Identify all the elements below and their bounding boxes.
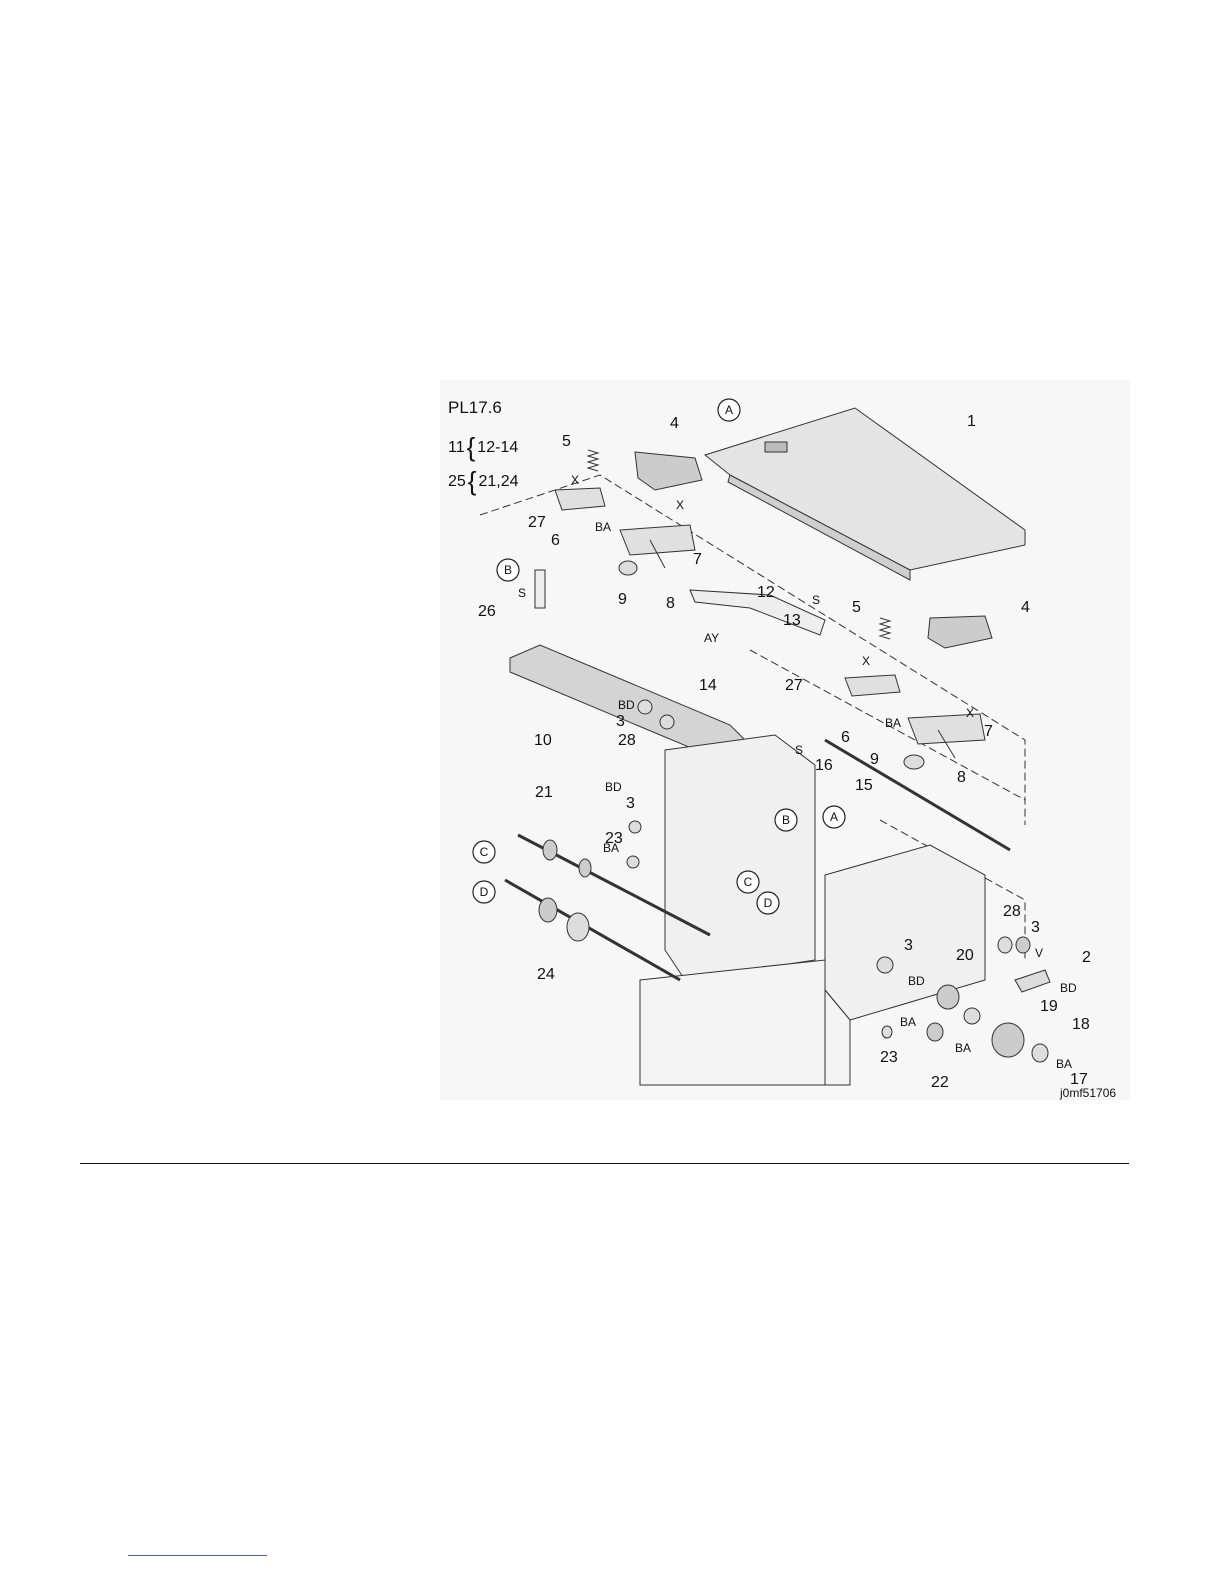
part-callout: 4: [1021, 599, 1030, 616]
part-callout: 2: [1082, 949, 1091, 966]
part-callout: 26: [478, 603, 496, 620]
frame-right-shape: [825, 845, 985, 1020]
part-callout: 20: [956, 947, 974, 964]
part-callout: 21: [535, 784, 553, 801]
fastener-code: BA: [885, 716, 901, 730]
part-callout: 27: [528, 514, 546, 531]
fastener-code: BD: [908, 974, 925, 988]
part-callout: 8: [957, 769, 966, 786]
part-callout: 13: [783, 612, 801, 629]
part-callout: 8: [666, 595, 675, 612]
part-callout: 27: [785, 677, 803, 694]
part-callout: 5: [852, 599, 861, 616]
fastener-code: BA: [900, 1015, 916, 1029]
part-callout: 7: [984, 723, 993, 740]
part-callout: 3: [1031, 919, 1040, 936]
part-callout: 15: [855, 777, 873, 794]
fastener-code: X: [862, 654, 870, 668]
fastener-code: BA: [955, 1041, 971, 1055]
connector-label: B: [782, 813, 790, 827]
part-callout: 7: [693, 551, 702, 568]
part-callout: 6: [841, 729, 850, 746]
part-callout: 6: [551, 532, 560, 549]
part-callout: 10: [534, 732, 552, 749]
latch-left-shape: [635, 452, 702, 490]
part-callout: 9: [870, 751, 879, 768]
connector-label: D: [764, 896, 773, 910]
part-callout: 1: [967, 413, 976, 430]
connector-label: C: [744, 875, 753, 889]
frame-left-shape: [665, 735, 815, 980]
footer-link-underline[interactable]: [128, 1555, 267, 1556]
fastener-code: S: [812, 593, 820, 607]
fastener-code: BA: [603, 841, 619, 855]
part-callout: 14: [699, 677, 717, 694]
horizontal-rule: [80, 1163, 1129, 1164]
fastener-code: X: [571, 473, 579, 487]
fastener-code: BD: [605, 780, 622, 794]
fastener-code: X: [676, 498, 684, 512]
fastener-code: BA: [1056, 1057, 1072, 1071]
part-callout: 19: [1040, 998, 1058, 1015]
connector-label: D: [480, 885, 489, 899]
spring-right-shape: [880, 618, 890, 639]
fastener-code: V: [1035, 946, 1043, 960]
parts-diagram: PL17.6 11{12-14 25{21,24: [440, 380, 1130, 1100]
part-callout: 23: [880, 1049, 898, 1066]
part-callout: 3: [616, 713, 625, 730]
base-frame-shape: [640, 960, 825, 1085]
part-callout: 4: [670, 415, 679, 432]
part-callout: 3: [626, 795, 635, 812]
latch-right-shape: [928, 616, 992, 648]
connector-label: B: [504, 563, 512, 577]
fastener-code: S: [795, 743, 803, 757]
connector-label: A: [830, 810, 838, 824]
spring-left-shape: [588, 450, 598, 471]
shaft-24: [505, 880, 680, 980]
part-callout: 3: [904, 937, 913, 954]
part-callout: 12: [757, 584, 775, 601]
image-code: j0mf51706: [1059, 1086, 1116, 1100]
fastener-code: AY: [704, 631, 719, 645]
fastener-code: S: [518, 586, 526, 600]
part-callout: 22: [931, 1074, 949, 1091]
part-callout: 28: [1003, 903, 1021, 920]
part-callout: 18: [1072, 1016, 1090, 1033]
fastener-code: BA: [595, 520, 611, 534]
fastener-code: BD: [618, 698, 635, 712]
part-callout: 9: [618, 591, 627, 608]
part-callout: 5: [562, 433, 571, 450]
fastener-code: X: [966, 706, 974, 720]
part-callout: 28: [618, 732, 636, 749]
part-callout: 24: [537, 966, 555, 983]
fastener-code: BD: [1060, 981, 1077, 995]
connector-label: A: [725, 403, 733, 417]
exploded-view-drawing: A B B A C C D D 1 2 3 3 3 3 4 4 5 5 6 6 …: [440, 380, 1130, 1100]
part-callout: 16: [815, 757, 833, 774]
connector-label: C: [480, 845, 489, 859]
